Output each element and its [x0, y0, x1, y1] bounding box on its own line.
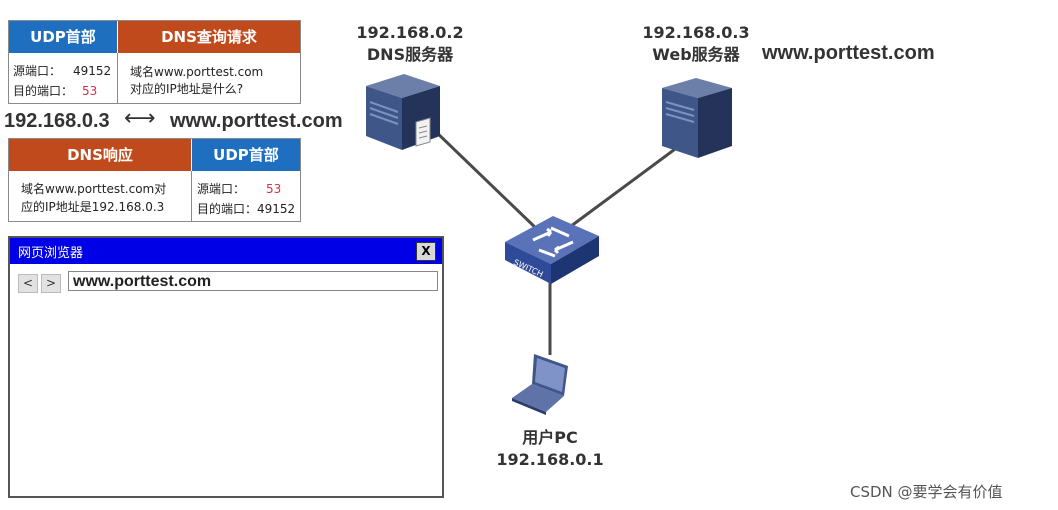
network-switch-icon: SWITCH	[505, 216, 599, 284]
src-port-value: 53	[266, 182, 282, 196]
back-button[interactable]: <	[18, 274, 38, 293]
mapping-ip: 192.168.0.3	[4, 110, 110, 132]
dst-port-label: 目的端口：	[197, 202, 258, 216]
browser-title-bar[interactable]: 网页浏览器 X	[10, 238, 442, 264]
user-pc-ip: 192.168.0.1	[496, 450, 604, 469]
packet-divider	[117, 53, 118, 103]
udp-header-label: UDP首部	[192, 139, 300, 171]
link-dns-switch	[430, 126, 542, 234]
web-server-name: Web服务器	[652, 45, 740, 64]
dns-server-icon	[366, 74, 440, 150]
mapping-domain: www.porttest.com	[170, 110, 343, 132]
web-server-domain: www.porttest.com	[762, 42, 935, 64]
dns-server-name: DNS服务器	[366, 45, 454, 64]
watermark: CSDN @要学会有价值	[850, 483, 1003, 501]
dns-answer-text: 域名www.porttest.com对 应的IP地址是192.168.0.3	[21, 182, 167, 214]
bidirectional-arrow-icon: ⟷	[124, 106, 156, 131]
src-port-label: 源端口：	[13, 64, 62, 78]
dns-response-header-label: DNS响应	[9, 139, 191, 171]
forward-button[interactable]: >	[41, 274, 61, 293]
web-server-ip: 192.168.0.3	[642, 23, 750, 42]
src-port-label: 源端口：	[197, 182, 246, 196]
packet-divider	[191, 171, 192, 221]
udp-header-label: UDP首部	[9, 21, 117, 53]
dst-port-value: 49152	[257, 202, 296, 216]
browser-title: 网页浏览器	[18, 246, 84, 261]
close-button[interactable]: X	[416, 242, 436, 261]
dst-port-label: 目的端口：	[13, 84, 74, 98]
link-web-switch	[562, 136, 691, 234]
laptop-icon	[512, 354, 568, 415]
dns-server-ip: 192.168.0.2	[356, 23, 464, 42]
src-port-value: 49152	[73, 64, 112, 78]
dns-query-header-label: DNS查询请求	[118, 21, 300, 53]
dns-query-packet: UDP首部 DNS查询请求 源端口： 49152 目的端口： 53 域名www.…	[8, 20, 301, 104]
dns-question-text: 域名www.porttest.com 对应的IP地址是什么?	[130, 65, 264, 96]
dns-response-packet: DNS响应 UDP首部 域名www.porttest.com对 应的IP地址是1…	[8, 138, 301, 222]
browser-window: 网页浏览器 X < > www.porttest.com	[8, 236, 444, 498]
user-pc-name: 用户PC	[522, 428, 578, 447]
address-bar[interactable]: www.porttest.com	[68, 271, 438, 291]
web-server-icon	[662, 78, 732, 158]
dst-port-value: 53	[82, 84, 98, 98]
